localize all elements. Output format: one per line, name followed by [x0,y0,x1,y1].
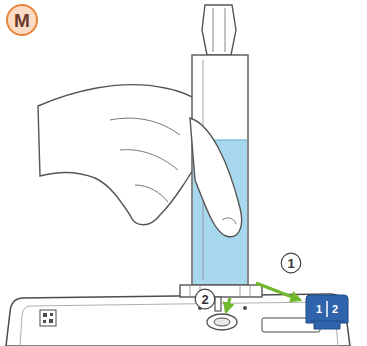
node-content: 1 [280,252,302,274]
plunger-top [202,5,236,55]
step-letter-text: M [14,11,30,30]
sample-well [207,314,237,330]
test-cassette [6,294,350,346]
callout-number: 1 [280,252,302,274]
drop-arrow [226,298,230,312]
plunger-line [225,8,226,52]
callout-number: 2 [194,288,216,310]
cap-rim [310,321,344,322]
node-content: M [5,3,39,37]
thumb-nail [222,218,236,224]
node-content: 2 [194,288,216,310]
node-content: 12 [304,294,350,330]
dropper-tip [215,297,221,311]
circle-shape [195,289,215,309]
cap-outline [304,294,350,330]
cap-number: 2 [332,304,338,315]
cap-shape [306,295,348,329]
mark-dot [243,306,247,310]
circle-shape [7,5,37,35]
removal-arrow [256,283,300,300]
finger-lines [110,118,180,202]
plunger-line [213,8,214,52]
cassette-rim [20,302,338,346]
sample-well-inner [214,318,230,326]
tube-collar [180,285,262,297]
qr-code-dots [43,313,53,323]
callout-number-text: 1 [287,257,294,270]
hand [38,85,205,225]
qr-code [40,310,56,326]
step-letter: M [5,3,39,37]
cap-divider [326,301,328,317]
circle-shape [281,253,301,273]
tube-cap: 12 [304,294,350,330]
thumb [190,118,242,237]
cap-number: 1 [316,304,322,315]
callout-number-text: 2 [201,293,208,306]
